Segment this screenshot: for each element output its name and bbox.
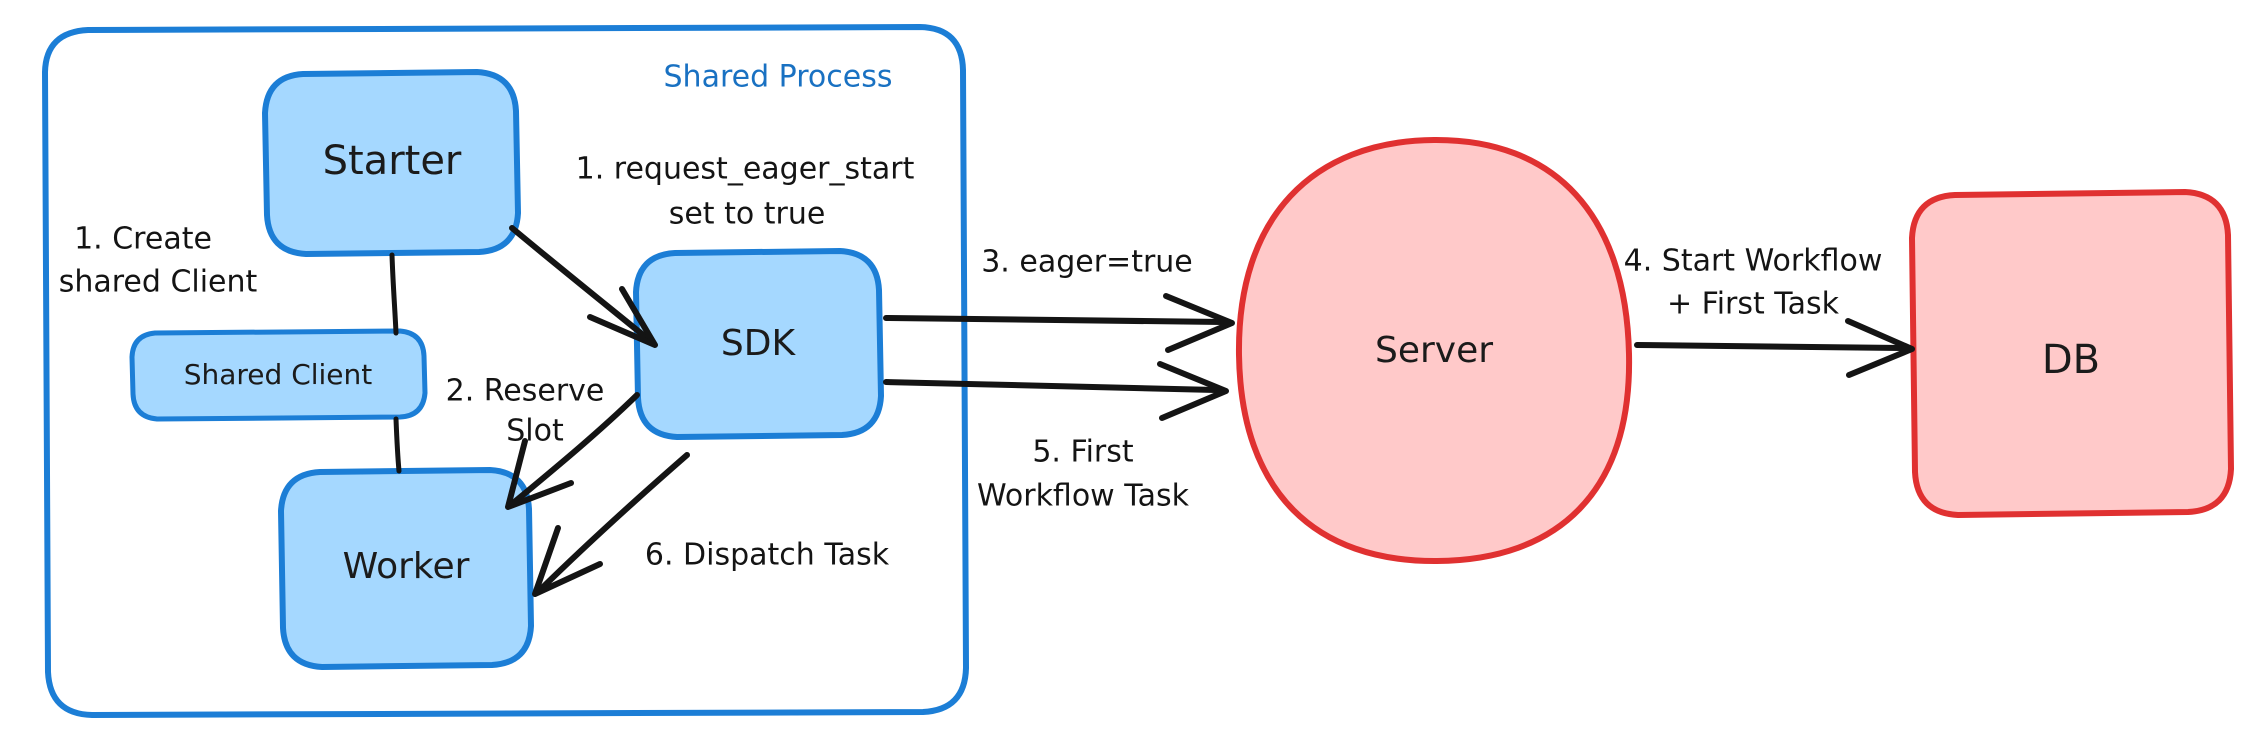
edge-label-reserve-slot-line2: Slot xyxy=(506,414,564,449)
edge-sdk-worker-dispatch xyxy=(537,452,690,593)
edge-server-db-arrowhead xyxy=(1845,318,1915,378)
shared-process-group xyxy=(42,24,969,718)
node-sdk-label: SDK xyxy=(721,323,797,364)
edge-label-dispatch-task: 6. Dispatch Task xyxy=(645,538,890,573)
node-shared-client-label: Shared Client xyxy=(184,358,373,391)
edge-label-eager-true: 3. eager=true xyxy=(981,245,1193,280)
edge-label-start-workflow-line2: + First Task xyxy=(1667,287,1840,322)
edge-sdk-worker-dispatch-arrowhead xyxy=(532,525,603,597)
node-server-shape[interactable] xyxy=(1235,136,1633,565)
edge-label-request-eager-start-line1: 1. request_eager_start xyxy=(576,152,915,187)
edge-sdk-server-first-task xyxy=(883,379,1219,393)
node-starter-label: Starter xyxy=(323,138,462,184)
edge-server-db xyxy=(1634,342,1905,351)
edge-label-first-workflow-task-line1: 5. First xyxy=(1032,435,1134,470)
edge-shared-client-worker xyxy=(393,416,402,474)
edge-label-reserve-slot-line1: 2. Reserve xyxy=(446,374,605,409)
edge-label-first-workflow-task-line2: Workflow Task xyxy=(977,479,1190,514)
node-starter-shape[interactable] xyxy=(262,69,521,257)
node-shared-client-shape[interactable] xyxy=(129,328,428,422)
edge-sdk-server-eager xyxy=(883,315,1226,325)
node-db-shape[interactable] xyxy=(1909,189,2234,518)
node-worker-shape[interactable] xyxy=(278,467,534,670)
edge-sdk-server-eager-arrowhead xyxy=(1163,293,1235,353)
edge-starter-sdk-arrowhead xyxy=(587,286,658,348)
node-worker-label: Worker xyxy=(343,546,470,587)
edge-label-create-shared-client-line2: shared Client xyxy=(59,265,258,300)
node-db-label: DB xyxy=(2042,337,2100,383)
edge-label-request-eager-start-line2: set to true xyxy=(669,197,826,232)
node-server-label: Server xyxy=(1375,330,1493,371)
edge-label-create-shared-client-line1: 1. Create xyxy=(74,222,212,257)
edge-label-start-workflow-line1: 4. Start Workflow xyxy=(1624,244,1883,279)
shared-process-title: Shared Process xyxy=(664,60,893,95)
edge-sdk-server-first-task-arrowhead xyxy=(1157,361,1229,421)
node-sdk-shape[interactable] xyxy=(633,248,884,440)
edge-sdk-worker-reserve xyxy=(509,392,640,507)
edge-starter-sdk xyxy=(509,225,656,346)
edge-starter-shared-client xyxy=(389,252,399,336)
edge-sdk-worker-reserve-arrowhead xyxy=(505,438,574,510)
